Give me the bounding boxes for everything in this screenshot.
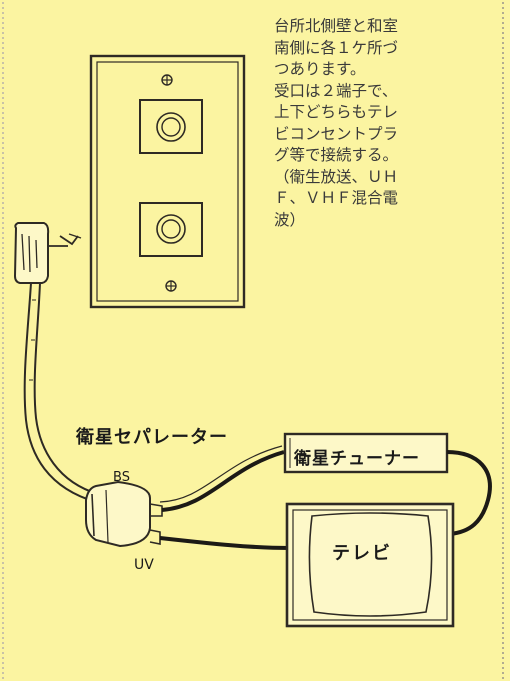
coax-cable-plug-to-separator [23, 282, 99, 503]
tv-plug-icon [13, 222, 82, 284]
television-icon [285, 502, 455, 628]
cable-bs-to-tuner-edge [159, 445, 283, 503]
tuner-box-icon [283, 432, 449, 474]
description-line: グ等で接続する。 [274, 146, 399, 164]
separator-device-icon [85, 480, 163, 548]
cable-uv-to-tv [159, 536, 291, 550]
description-line: 上下どちらもテレ [274, 103, 399, 121]
description-line: 波） [274, 210, 306, 229]
uv-port-label: UV [134, 557, 154, 573]
lower-socket-icon [139, 202, 203, 257]
top-screw-icon [161, 74, 173, 86]
tuner-label: 衛星チューナー [294, 449, 420, 469]
bottom-screw-icon [165, 280, 177, 292]
outlet-description: 台所北側壁と和室 南側に各１ケ所づ つあります。 受口は２端子で、 上下どちらも… [274, 16, 500, 231]
cable-bs-to-tuner [161, 450, 285, 512]
description-line: 受口は２端子で、 [274, 81, 398, 100]
description-line: Ｆ、ＶＨＦ混合電 [274, 189, 399, 207]
cable-tuner-to-tv [446, 450, 492, 536]
description-line: 南側に各１ケ所づ [274, 38, 399, 57]
description-line: ビコンセントプラ [274, 124, 399, 143]
upper-socket-icon [139, 99, 203, 154]
description-line: つあります。 [274, 60, 366, 78]
wall-tv-outlet-icon [89, 54, 246, 309]
bs-port-label: BS [113, 470, 130, 485]
separator-label: 衛星セパレーター [76, 427, 228, 448]
wall-plate-inner [96, 61, 239, 302]
description-line: （衛生放送、ＵＨ [274, 167, 399, 186]
description-line: 台所北側壁と和室 [274, 17, 399, 35]
wall-plate-outer [89, 54, 246, 309]
tv-label: テレビ [332, 543, 392, 564]
